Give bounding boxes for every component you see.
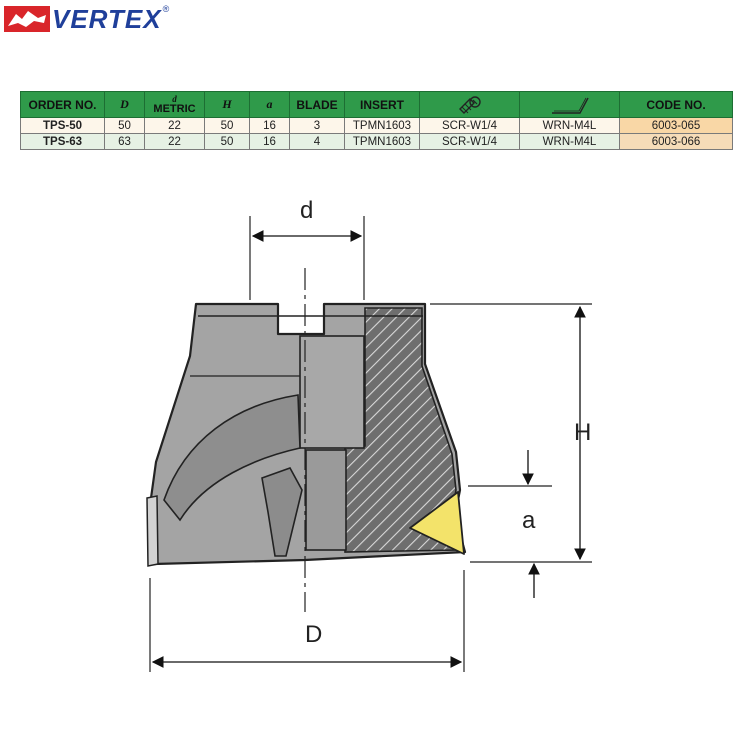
cell-insert: TPMN1603 xyxy=(344,133,420,150)
col-header-wrench xyxy=(519,91,620,118)
cell-blade: 4 xyxy=(289,133,345,150)
brand-name: VERTEX xyxy=(52,3,162,34)
spec-table: ORDER NO. D d METRIC H a BLADE INSERT xyxy=(20,91,733,150)
cell-code: 6003-065 xyxy=(619,117,733,134)
table-header-row: ORDER NO. D d METRIC H a BLADE INSERT xyxy=(20,91,733,118)
table-row: TPS-50 50 22 50 16 3 TPMN1603 SCR-W1/4 W… xyxy=(20,117,733,134)
col-header-a: a xyxy=(249,91,290,118)
left-insert xyxy=(146,495,159,567)
col-header-H: H xyxy=(204,91,250,118)
col-header-D: D xyxy=(104,91,145,118)
cell-screw: SCR-W1/4 xyxy=(419,117,520,134)
col-header-code: CODE NO. xyxy=(619,91,733,118)
cell-blade: 3 xyxy=(289,117,345,134)
col-header-order: ORDER NO. xyxy=(20,91,105,118)
chip-pocket xyxy=(163,394,301,522)
cell-order: TPS-50 xyxy=(20,117,105,134)
vertex-logo: VERTEX ® xyxy=(4,4,169,34)
wedge-clamp xyxy=(261,467,303,557)
dim-D-label: D xyxy=(305,621,322,648)
yellow-insert xyxy=(409,491,465,555)
cell-screw: SCR-W1/4 xyxy=(419,133,520,150)
cell-insert: TPMN1603 xyxy=(344,117,420,134)
arbor-bore xyxy=(299,335,365,449)
table-row: TPS-63 63 22 50 16 4 TPMN1603 SCR-W1/4 W… xyxy=(20,133,733,150)
cell-code: 6003-066 xyxy=(619,133,733,150)
col-header-screw xyxy=(419,91,520,118)
registered-mark: ® xyxy=(162,4,170,14)
cell-order: TPS-63 xyxy=(20,133,105,150)
cell-d: 22 xyxy=(144,133,205,150)
col-header-d: d METRIC xyxy=(144,91,205,118)
cell-wrench: WRN-M4L xyxy=(519,133,620,150)
bore-lower xyxy=(305,449,347,551)
vertex-logo-mark-icon xyxy=(4,6,50,32)
cell-H: 50 xyxy=(204,117,250,134)
cell-D: 50 xyxy=(104,117,145,134)
dim-d-label: d xyxy=(300,197,313,224)
dim-a-label: a xyxy=(522,507,536,534)
dim-H-label: H xyxy=(574,419,591,446)
cell-d: 22 xyxy=(144,117,205,134)
wrench-icon xyxy=(551,97,589,114)
cell-D: 63 xyxy=(104,133,145,150)
cell-H: 50 xyxy=(204,133,250,150)
col-header-insert: INSERT xyxy=(344,91,420,118)
screw-icon xyxy=(458,95,481,114)
